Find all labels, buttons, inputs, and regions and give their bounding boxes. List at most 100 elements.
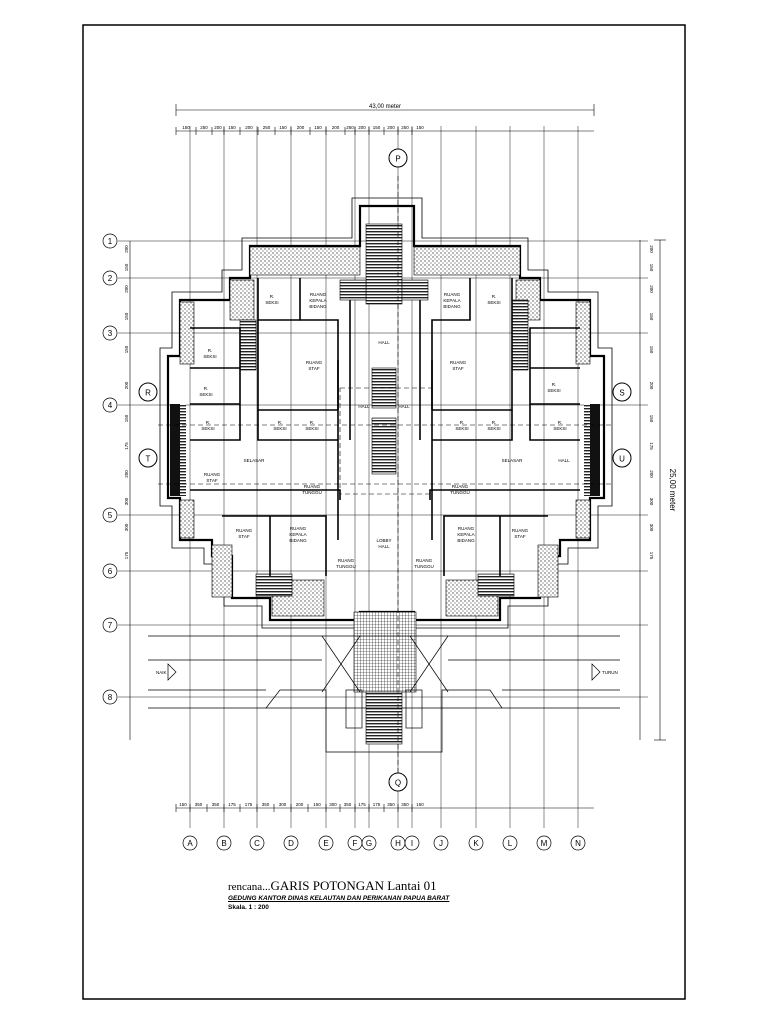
column-marker-C: C xyxy=(254,839,260,848)
bottom-segment-label: 175 xyxy=(373,802,381,807)
row-marker-circle xyxy=(102,233,118,249)
room-label-r-seksi: R.SEKSI xyxy=(203,348,216,359)
top-segment-label: 250 xyxy=(346,125,354,130)
column-marker-B: B xyxy=(221,839,226,848)
column-marker-circle xyxy=(536,835,552,851)
top-segment-label: 250 xyxy=(401,125,409,130)
column-marker-circle xyxy=(570,835,586,851)
bottom-segment-label: 350 xyxy=(195,802,203,807)
row-marker-1: 1 xyxy=(108,237,113,246)
bottom-segment-label: 150 xyxy=(179,802,187,807)
drawing-title: rencana...GARIS POTONGAN Lantai 01 xyxy=(228,878,528,894)
row-marker-circle xyxy=(102,270,118,286)
title-block: rencana...GARIS POTONGAN Lantai 01 GEDUN… xyxy=(228,878,528,911)
side-segment-label: 150 xyxy=(124,312,129,320)
row-marker-4: 4 xyxy=(108,401,113,410)
row-marker-circle xyxy=(102,617,118,633)
column-marker-circle xyxy=(433,835,449,851)
top-segment-label: 200 xyxy=(332,125,340,130)
side-segment-label-right: 200 xyxy=(649,382,654,390)
room-label-r-seksi: R.SEKSI xyxy=(547,382,560,393)
side-segment-label: 300 xyxy=(124,497,129,505)
room-label-r-seksi: R.SEKSI xyxy=(201,420,214,431)
room-label-r-seksi: R.SEKSI xyxy=(455,420,468,431)
section-marker-T: T xyxy=(146,455,151,464)
row-marker-2: 2 xyxy=(108,274,113,283)
side-segment-label: 175 xyxy=(124,442,129,450)
side-segment-label-right: 200 xyxy=(649,245,654,253)
side-segment-label-right: 300 xyxy=(649,524,654,532)
sheet-border xyxy=(82,24,686,1000)
room-label-r-seksi: R.SEKSI xyxy=(273,420,286,431)
stairs xyxy=(239,223,529,745)
column-marker-I: I xyxy=(411,839,413,848)
column-marker-H: H xyxy=(395,839,401,848)
top-segment-label: 150 xyxy=(182,125,190,130)
row-marker-5: 5 xyxy=(108,511,113,520)
row-marker-circle xyxy=(102,563,118,579)
interior-walls xyxy=(190,278,580,576)
bottom-segment-label: 300 xyxy=(329,802,337,807)
side-segment-label-right: 200 xyxy=(649,470,654,478)
side-segment-label-right: 150 xyxy=(649,313,654,321)
top-segment-label: 150 xyxy=(416,125,424,130)
facade-strips xyxy=(170,404,600,496)
column-marker-circle xyxy=(361,835,377,851)
side-segment-label: 200 xyxy=(124,381,129,389)
section-marker-circle xyxy=(388,148,408,168)
column-marker-G: G xyxy=(366,839,372,848)
column-marker-N: N xyxy=(575,839,581,848)
bottom-segment-label: 350 xyxy=(401,802,409,807)
height-label: 25,00 meter xyxy=(668,469,677,512)
column-marker-circle xyxy=(249,835,265,851)
title-prefix: rencana... xyxy=(228,881,271,893)
section-marker-Q: Q xyxy=(395,779,401,788)
section-marker-S: S xyxy=(619,389,624,398)
column-marker-circle xyxy=(502,835,518,851)
top-segment-label: 250 xyxy=(263,125,271,130)
column-marker-J: J xyxy=(439,839,443,848)
bottom-segment-label: 150 xyxy=(313,802,321,807)
room-label-r-seksi: R.SEKSI xyxy=(553,420,566,431)
row-marker-circle xyxy=(102,507,118,523)
top-segment-label: 200 xyxy=(245,125,253,130)
column-marker-circle xyxy=(283,835,299,851)
room-label-selasar: SELASAR xyxy=(244,458,266,463)
width-label: 43,00 meter xyxy=(369,104,401,110)
top-segment-label: 150 xyxy=(228,125,236,130)
bottom-segment-label: 150 xyxy=(416,802,424,807)
row-marker-3: 3 xyxy=(108,329,113,338)
section-marker-circle xyxy=(138,448,158,468)
bottom-segment-label: 350 xyxy=(344,802,352,807)
room-label-hall: HALL xyxy=(378,340,390,345)
side-segment-label: 200 xyxy=(124,470,129,478)
section-marker-P: P xyxy=(395,155,400,164)
section-marker-circle xyxy=(612,382,632,402)
side-segment-label: 200 xyxy=(124,245,129,253)
row-marker-circle xyxy=(102,689,118,705)
column-marker-E: E xyxy=(323,839,328,848)
row-marker-circle xyxy=(102,397,118,413)
side-segment-label: 200 xyxy=(124,285,129,293)
bottom-segment-label: 200 xyxy=(296,802,304,807)
row-marker-8: 8 xyxy=(108,693,113,702)
section-marker-U: U xyxy=(619,455,625,464)
column-marker-circle xyxy=(468,835,484,851)
top-segment-label: 200 xyxy=(297,125,305,130)
room-label-hall: HALL xyxy=(398,404,410,409)
drawing-scale: Skala. 1 : 200 xyxy=(228,904,269,911)
top-segment-label: 250 xyxy=(200,125,208,130)
